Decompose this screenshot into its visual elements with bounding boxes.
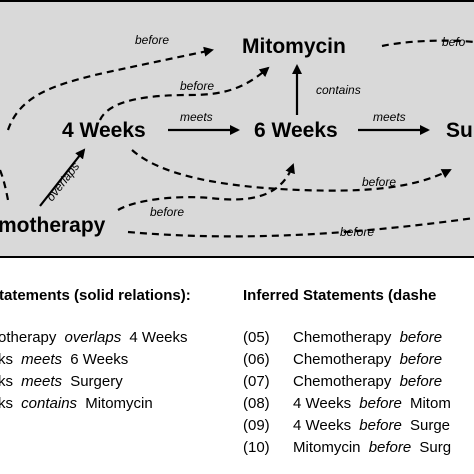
edge-label-meets-1: meets xyxy=(180,110,213,124)
edge-label-before-chemo-surgery: before xyxy=(340,225,374,239)
statement-subject: ks xyxy=(0,351,13,368)
statements-heading: tatements (solid relations): xyxy=(0,287,191,304)
inferred-subject: 4 Weeks xyxy=(293,417,351,434)
edge-chemo-before-mitomycin xyxy=(6,46,214,131)
inferred-subject: Chemotherapy xyxy=(293,351,392,368)
edge-label-before-chemo-6w: before xyxy=(150,205,184,219)
statement-object: Surgery xyxy=(70,373,123,390)
edge-label-meets-2: meets xyxy=(373,110,406,124)
inferred-relation: before xyxy=(359,395,402,412)
statement-subject: ks xyxy=(0,395,13,412)
edge-label-before-right: befo xyxy=(442,35,466,49)
inferred-object: Mitom xyxy=(410,395,451,412)
statement-subject: otherapy xyxy=(0,329,57,346)
statement-relation: meets xyxy=(21,373,62,390)
inferred-row: 4 Weeks before Mitom xyxy=(293,395,451,412)
statement-relation: meets xyxy=(21,351,62,368)
inferred-subject: Chemotherapy xyxy=(293,329,392,346)
inferred-row: Mitomycin before Surg xyxy=(293,439,451,456)
inferred-row: 4 Weeks before Surge xyxy=(293,417,450,434)
inferred-relation: before xyxy=(400,351,443,368)
inferred-subject: 4 Weeks xyxy=(293,395,351,412)
edge-label-before-4w-surgery: before xyxy=(362,175,396,189)
statement-relation: contains xyxy=(21,395,77,412)
inferred-number: (07) xyxy=(243,373,270,390)
inferred-row: Chemotherapy before xyxy=(293,329,442,346)
edge-chemo-left-stub xyxy=(0,169,10,201)
inferred-number: (05) xyxy=(243,329,270,346)
inferred-heading: Inferred Statements (dashe xyxy=(243,287,436,304)
edge-chemo-before-surgery xyxy=(127,216,474,238)
node-6-weeks: 6 Weeks xyxy=(254,119,338,142)
node-surgery: Su xyxy=(446,119,473,142)
edge-4weeks-before-surgery xyxy=(131,149,452,192)
inferred-number: (10) xyxy=(243,439,270,456)
statement-row: ks meets 6 Weeks xyxy=(0,351,128,368)
statement-relation: overlaps xyxy=(65,329,122,346)
statement-subject: ks xyxy=(0,373,13,390)
edge-chemo-overlaps-4weeks xyxy=(39,148,86,207)
inferred-relation: before xyxy=(400,329,443,346)
edge-label-before-top: before xyxy=(135,33,169,47)
statement-row: otherapy overlaps 4 Weeks xyxy=(0,329,188,346)
edge-4weeks-before-mitomycin xyxy=(98,66,270,121)
inferred-row: Chemotherapy before xyxy=(293,351,442,368)
inferred-row: Chemotherapy before xyxy=(293,373,442,390)
inferred-object: Surg xyxy=(419,439,451,456)
statement-object: 4 Weeks xyxy=(129,329,187,346)
statement-row: ks contains Mitomycin xyxy=(0,395,153,412)
inferred-number: (08) xyxy=(243,395,270,412)
node-mitomycin: Mitomycin xyxy=(242,35,346,58)
inferred-relation: before xyxy=(400,373,443,390)
node-chemotherapy: motherapy xyxy=(0,214,106,237)
inferred-number: (06) xyxy=(243,351,270,368)
inferred-relation: before xyxy=(359,417,402,434)
inferred-object: Surge xyxy=(410,417,450,434)
inferred-subject: Mitomycin xyxy=(293,439,361,456)
node-4-weeks: 4 Weeks xyxy=(62,119,146,142)
inferred-subject: Chemotherapy xyxy=(293,373,392,390)
edge-label-contains: contains xyxy=(316,83,361,97)
statement-object: Mitomycin xyxy=(85,395,153,412)
inferred-relation: before xyxy=(369,439,412,456)
statement-object: 6 Weeks xyxy=(70,351,128,368)
statement-row: ks meets Surgery xyxy=(0,373,123,390)
inferred-number: (09) xyxy=(243,417,270,434)
edge-label-before-mid: before xyxy=(180,79,214,93)
